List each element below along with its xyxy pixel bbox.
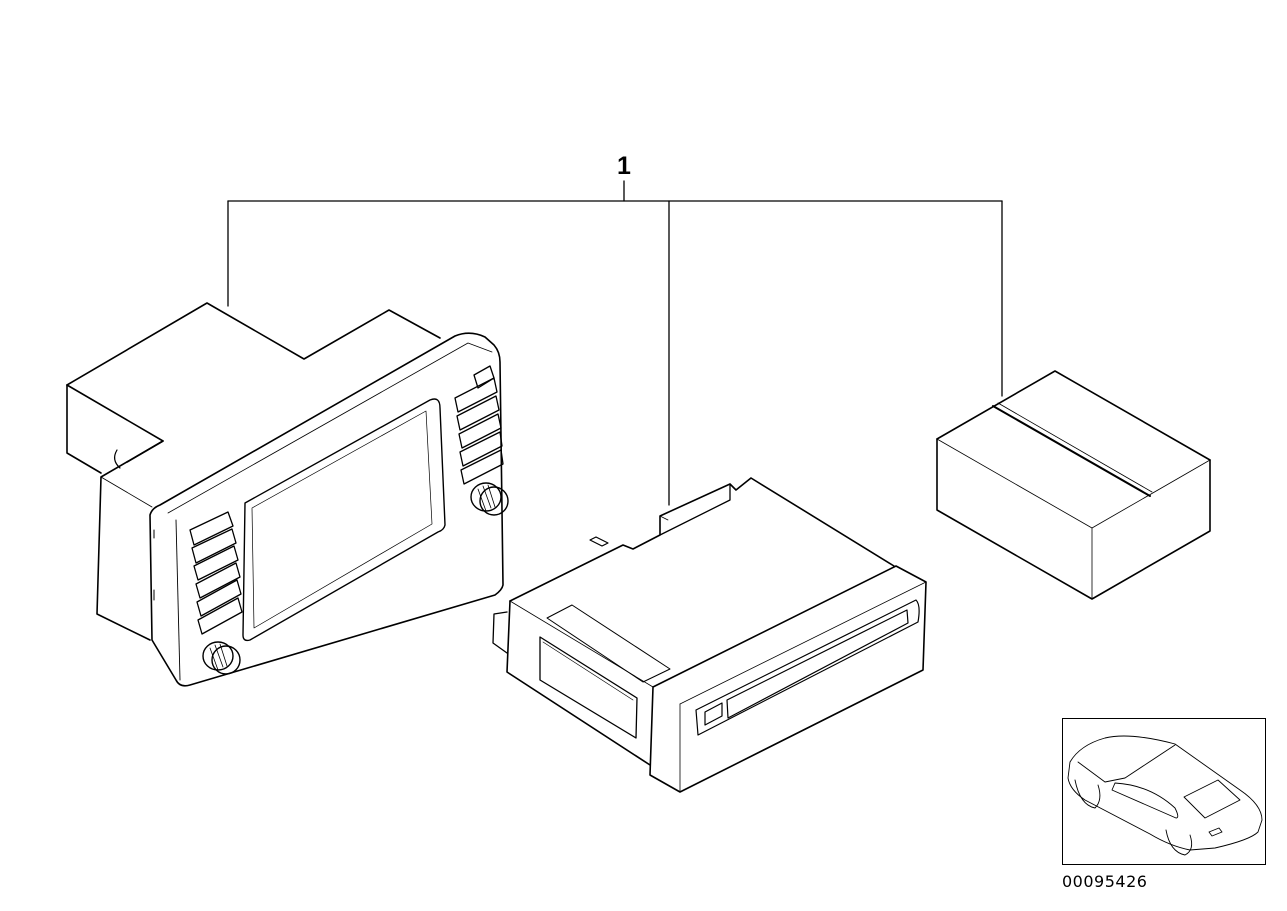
leader-lines [227,180,1003,506]
monitor-unit-drawing [66,302,509,687]
rotary-knob-left [202,641,241,675]
car-thumbnail-drawing [1067,735,1263,856]
drive-unit-drawing [492,477,927,793]
vehicle-location-thumbnail [1062,718,1266,865]
rotary-knob-right [470,482,509,516]
callout-number: 1 [617,152,631,180]
diagram-id: 00095426 [1062,872,1148,891]
box-drawing [936,370,1211,600]
